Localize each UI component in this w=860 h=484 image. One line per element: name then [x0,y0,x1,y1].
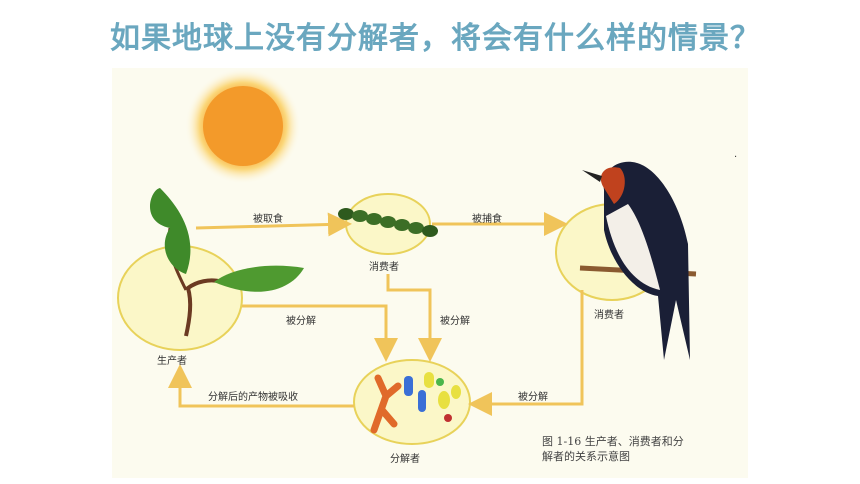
arrow-decomposed-producer [242,304,398,362]
figure-caption: 图 1-16 生产者、消费者和分 解者的关系示意图 [542,434,742,464]
caption-line-1: 图 1-16 生产者、消费者和分 [542,435,684,448]
edge-decomposed-consumer2-label: 被分解 [518,392,548,403]
edge-decomposed-producer-label: 被分解 [286,316,316,327]
corner-mark: · [734,152,737,163]
node-consumer2-label: 消费者 [594,310,624,321]
arrow-decomposed-consumer2 [468,290,584,416]
node-producer-label: 生产者 [157,356,187,367]
edge-eaten-label: 被取食 [253,214,283,225]
edge-decomposed-consumer1-label: 被分解 [440,316,470,327]
arrow-absorbed [168,364,354,408]
edge-preyed-label: 被捕食 [472,214,502,225]
arrow-eaten [195,212,352,237]
page-title: 如果地球上没有分解者，将会有什么样的情景？ [110,21,761,56]
sun-core [203,86,283,166]
swallow-icon [579,161,697,360]
microbes-icon [370,372,461,434]
edge-absorbed-label: 分解后的产物被吸收 [208,392,298,403]
caterpillar-icon [338,208,438,237]
node-decomposer-label: 分解者 [390,454,420,465]
plant-icon [150,188,304,337]
caption-line-2: 解者的关系示意图 [542,450,630,463]
node-consumer1-label: 消费者 [369,262,399,273]
arrow-decomposed-consumer1 [386,274,442,362]
